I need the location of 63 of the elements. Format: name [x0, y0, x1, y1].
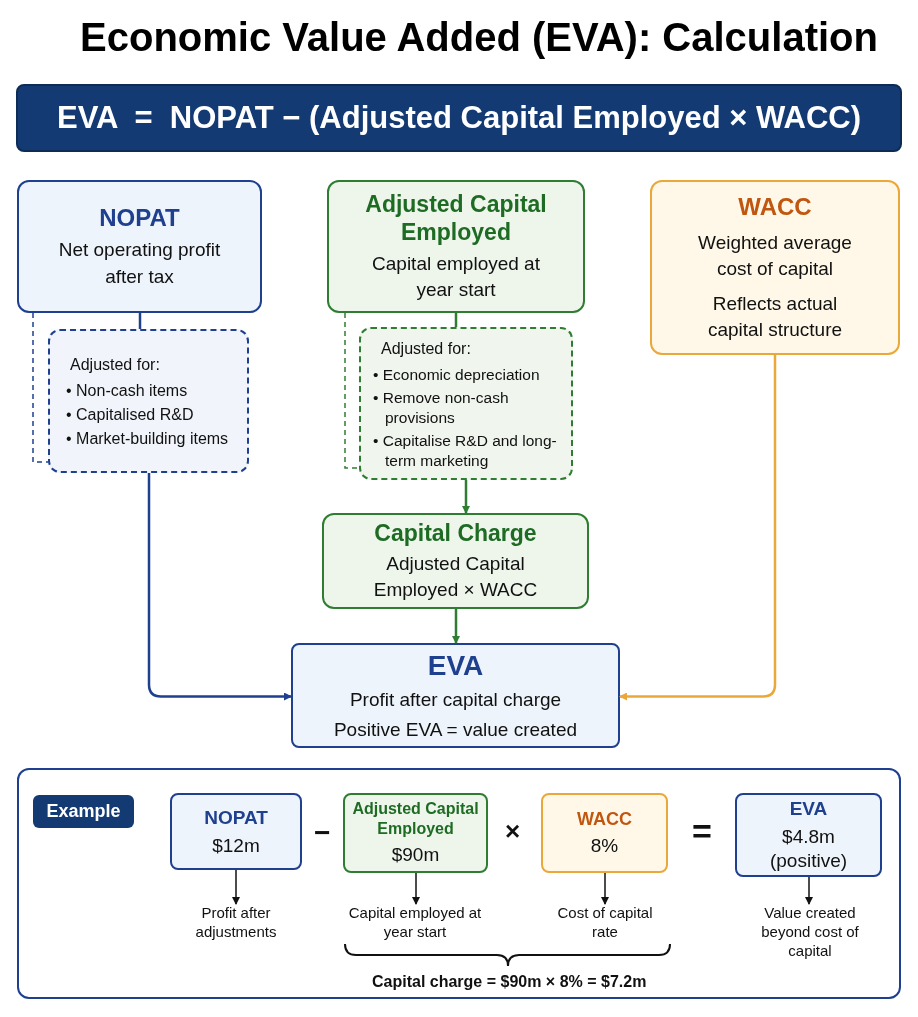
diagram-title: Economic Value Added (EVA): Calculation: [79, 14, 879, 61]
adjustments-box: [48, 329, 249, 473]
component-box: [322, 513, 589, 609]
bullet-item: • Capitalised R&D: [65, 405, 195, 425]
list-heading: Adjusted for:: [380, 339, 472, 360]
component-box: [327, 180, 585, 313]
box-text: $4.8m (positive): [768, 825, 849, 873]
caption-text: Cost of capital rate: [556, 904, 654, 942]
box-heading: Example: [46, 800, 121, 823]
operator-symbol: ×: [505, 815, 521, 848]
box-heading: EVA = NOPAT − (Adjusted Capital Employed × WACC): [56, 98, 862, 137]
box-heading: EVA: [789, 797, 828, 822]
arrow: [232, 869, 240, 905]
arrow: [619, 355, 777, 701]
box-heading: WACC: [577, 807, 632, 831]
arrow: [412, 872, 420, 905]
arrow: [452, 609, 460, 644]
result-box: [291, 643, 620, 748]
box-heading: Adjusted Capital Employed: [365, 189, 547, 248]
arrow: [601, 872, 609, 905]
box-text: Positive EVA = value created: [333, 718, 578, 742]
arrow: [462, 480, 470, 514]
caption-text: Value created beyond cost of capital: [760, 904, 860, 961]
value-box: [343, 793, 488, 873]
box-text: Adjusted Capital Employed × WACC: [372, 552, 539, 603]
bullet-item: • Market-building items: [65, 429, 230, 449]
component-box: [650, 180, 900, 355]
example-panel: [17, 768, 901, 999]
box-heading: Capital Charge: [374, 518, 537, 548]
bullet-item: • Non-cash items: [65, 381, 189, 401]
box-heading: NOPAT: [99, 203, 180, 234]
arrow: [147, 473, 292, 701]
value-box: [170, 793, 302, 870]
connector-line: [454, 313, 458, 327]
formula-banner: [16, 84, 902, 152]
box-heading: Adjusted Capital Employed: [351, 799, 480, 840]
box-text: $90m: [391, 843, 440, 867]
formula-note: Capital charge = $90m × 8% = $7.2m: [372, 972, 647, 992]
value-box: [541, 793, 668, 873]
caption-text: Capital employed at year start: [347, 904, 483, 942]
box-text: Profit after capital charge: [349, 687, 562, 712]
connector-line: [138, 313, 142, 329]
bullet-item: • Capitalise R&D and long-term marketing: [372, 431, 558, 470]
box-text: Net operating profit after tax: [57, 238, 222, 289]
component-box: [17, 180, 262, 313]
box-text: Reflects actual capital structure: [706, 291, 844, 342]
example-badge: [33, 795, 134, 828]
arrow: [805, 876, 813, 905]
box-text: Weighted average cost of capital: [697, 231, 853, 282]
list-heading: Adjusted for:: [69, 355, 161, 375]
operator-symbol: =: [692, 811, 712, 852]
box-text: Capital employed at year start: [371, 252, 541, 303]
operator-symbol: −: [314, 816, 331, 850]
box-text: 8%: [590, 834, 619, 859]
box-heading: EVA: [427, 648, 484, 683]
bullet-item: • Remove non-cash provisions: [372, 388, 510, 428]
box-heading: WACC: [738, 192, 812, 223]
adjustments-box: [359, 327, 573, 480]
box-heading: NOPAT: [204, 805, 268, 830]
caption-text: Profit after adjustments: [194, 904, 278, 942]
bullet-item: • Economic depreciation: [372, 365, 541, 385]
box-text: $12m: [212, 833, 260, 858]
value-box: [735, 793, 882, 877]
